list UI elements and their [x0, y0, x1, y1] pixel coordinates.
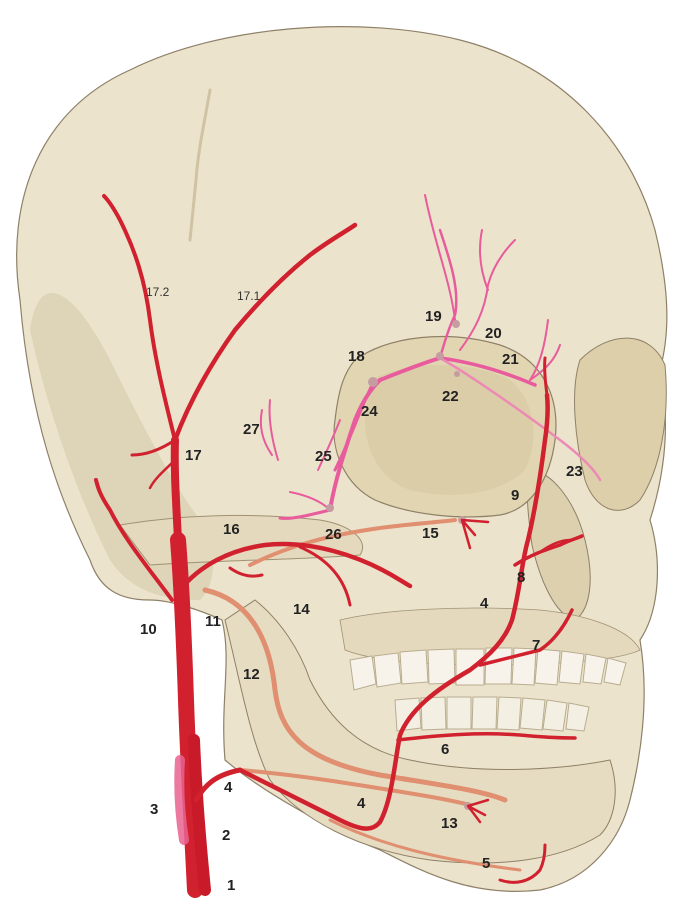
label-7: 7: [532, 637, 540, 654]
artery-8: [513, 534, 584, 567]
label-25: 25: [315, 448, 332, 465]
label-18: 18: [348, 348, 365, 365]
label-20: 20: [485, 325, 502, 342]
labels: 17.2 17.1 19 20 18 21 22 24 27 17 25 23 …: [140, 285, 583, 894]
label-2: 2: [222, 827, 230, 844]
label-5: 5: [482, 855, 490, 872]
facial-artery: [237, 392, 550, 831]
label-22: 22: [442, 388, 459, 405]
label-6: 6: [441, 741, 449, 758]
label-14: 14: [293, 601, 310, 618]
artery-10: [94, 478, 174, 602]
artery-12: [202, 587, 508, 803]
superficial-temporal: [170, 436, 182, 544]
label-10: 10: [140, 621, 157, 638]
orbit-inner-shadow: [365, 365, 534, 495]
artery-5: [498, 843, 547, 884]
label-4a: 4: [480, 595, 489, 612]
pink-arteries: [259, 194, 602, 520]
label-27: 27: [243, 421, 260, 438]
artery-transverse-facial: [248, 518, 457, 567]
artery-7: [478, 608, 574, 667]
salmon-arteries: [202, 518, 522, 872]
label-19: 19: [425, 308, 442, 325]
red-arteries: [94, 194, 584, 898]
label-12: 12: [243, 666, 260, 683]
coronal-suture: [188, 88, 212, 242]
upper-teeth: [349, 647, 627, 691]
artery-16: [177, 541, 413, 593]
label-4b: 4: [224, 779, 233, 796]
label-16: 16: [223, 521, 240, 538]
lower-teeth: [394, 696, 590, 732]
artery-6: [396, 732, 577, 742]
label-26: 26: [325, 526, 342, 543]
label-1: 1: [227, 877, 235, 894]
label-8: 8: [517, 569, 525, 586]
label-23: 23: [566, 463, 583, 480]
label-17: 17: [185, 447, 202, 464]
label-17-1: 17.1: [237, 289, 261, 303]
artery-5-branch: [328, 818, 522, 872]
label-15: 15: [422, 525, 439, 542]
orbit-far: [574, 337, 667, 511]
artery-4-neck: [193, 767, 243, 803]
label-11: 11: [205, 613, 221, 630]
artery-3: [174, 755, 189, 845]
label-24: 24: [361, 403, 378, 420]
branch-17-1: [172, 222, 358, 443]
label-21: 21: [502, 351, 519, 368]
label-3: 3: [150, 801, 158, 818]
branch-17-2: [102, 194, 177, 442]
artery-mandibular-lower: [238, 768, 472, 807]
label-17-2: 17.2: [146, 285, 170, 299]
angular: [543, 356, 549, 397]
label-13: 13: [441, 815, 458, 832]
label-9: 9: [511, 487, 519, 504]
label-4c: 4: [357, 795, 366, 812]
